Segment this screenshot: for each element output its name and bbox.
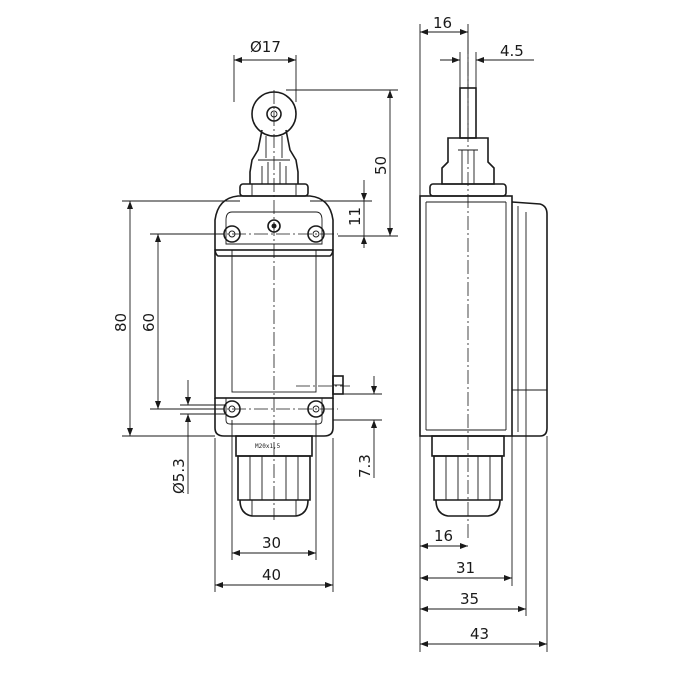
side-housing <box>419 195 548 437</box>
dim-dia17: Ø17 <box>233 38 297 102</box>
gland-thread-text: M20x1,5 <box>255 443 281 450</box>
dim-11: 11 <box>310 180 372 248</box>
dim-43: 43 <box>420 436 548 652</box>
dim-50: 50 <box>286 89 398 237</box>
dim-dia53: Ø5.3 <box>170 380 226 494</box>
dim-35: 35 <box>420 426 527 616</box>
dim-30: 30 <box>231 420 317 560</box>
dim-dia17-label: Ø17 <box>250 38 281 56</box>
dim-73-label: 7.3 <box>356 454 374 478</box>
dim-16-top: 16 <box>419 14 469 196</box>
dim-45-label: 4.5 <box>500 42 524 60</box>
dim-60-label: 60 <box>140 313 158 332</box>
front-view: M20x1,5 Ø17 50 <box>112 38 398 592</box>
dim-80-label: 80 <box>112 313 130 332</box>
dim-73: 7.3 <box>333 376 382 478</box>
side-screw <box>332 375 344 395</box>
side-view: 16 4.5 16 31 <box>419 14 548 652</box>
dim-40-label: 40 <box>262 566 281 584</box>
dim-45: 4.5 <box>440 42 534 88</box>
dim-31: 31 <box>420 436 513 586</box>
dim-dia53-label: Ø5.3 <box>170 458 188 494</box>
dim-80: 80 <box>112 200 240 437</box>
dim-11-label: 11 <box>346 207 364 226</box>
dim-35-label: 35 <box>460 590 479 608</box>
dim-16-bottom: 16 <box>419 436 468 652</box>
dim-43-label: 43 <box>470 625 489 643</box>
dim-40: 40 <box>214 438 334 592</box>
dim-30-label: 30 <box>262 534 281 552</box>
dim-16-bottom-label: 16 <box>434 527 453 545</box>
dim-31-label: 31 <box>456 559 475 577</box>
dim-50-label: 50 <box>372 156 390 175</box>
dim-60: 60 <box>140 233 224 410</box>
dim-16-top-label: 16 <box>433 14 452 32</box>
